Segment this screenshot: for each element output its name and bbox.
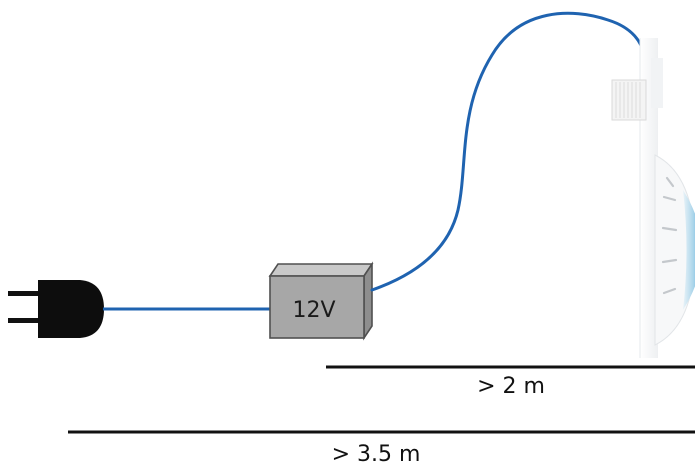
dimension-3-5m: > 3.5 m bbox=[68, 430, 695, 464]
power-plug-icon bbox=[8, 280, 104, 338]
dimension-label-3-5m: > 3.5 m bbox=[332, 442, 421, 464]
dimension-2m: > 2 m bbox=[326, 365, 695, 399]
pool-lamp-icon bbox=[654, 154, 695, 346]
transformer-box: 12V bbox=[268, 261, 374, 341]
transformer-voltage-label: 12V bbox=[292, 298, 335, 323]
cable-gland bbox=[611, 79, 647, 121]
low-voltage-cable bbox=[370, 11, 650, 292]
dimension-label-2m: > 2 m bbox=[477, 374, 545, 399]
